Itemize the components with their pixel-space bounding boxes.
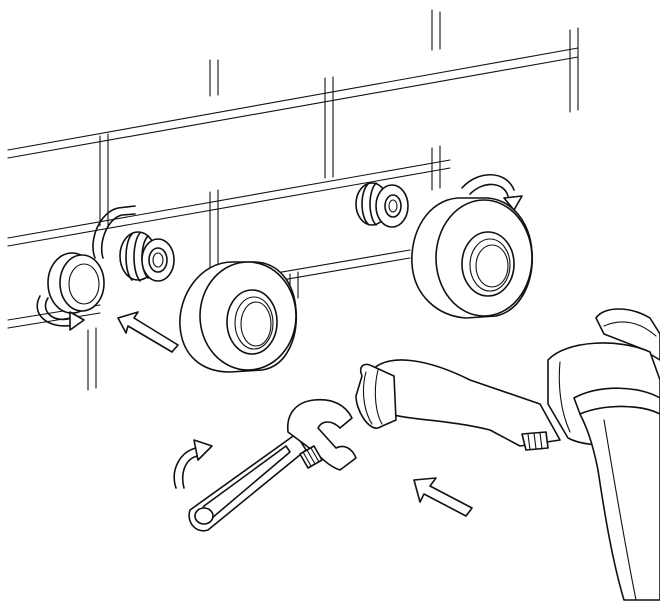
push-arrow-icon <box>414 478 472 516</box>
right-escutcheon <box>412 198 532 318</box>
right-eccentric-connector <box>356 183 408 227</box>
left-escutcheon <box>180 262 296 372</box>
push-arrow-icon <box>118 312 178 352</box>
mixer-body <box>356 309 660 600</box>
rotate-arrow-icon <box>174 440 212 488</box>
adjustable-wrench <box>189 400 356 531</box>
left-eccentric-connector <box>120 232 174 281</box>
